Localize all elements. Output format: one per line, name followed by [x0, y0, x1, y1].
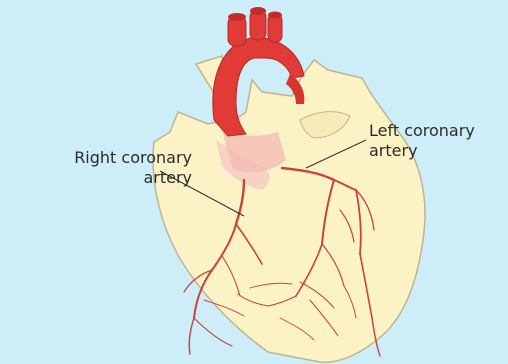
right-coronary-label-line2: artery: [24, 168, 192, 188]
left-coronary-label-line1: Left coronary: [369, 121, 475, 141]
right-coronary-label-line1: Right coronary: [24, 148, 192, 168]
aortic-root-shade: [222, 130, 286, 172]
left-coronary-label-line2: artery: [369, 141, 475, 161]
right-coronary-label: Right coronary artery: [24, 148, 192, 188]
left-coronary-label: Left coronary artery: [369, 121, 475, 161]
